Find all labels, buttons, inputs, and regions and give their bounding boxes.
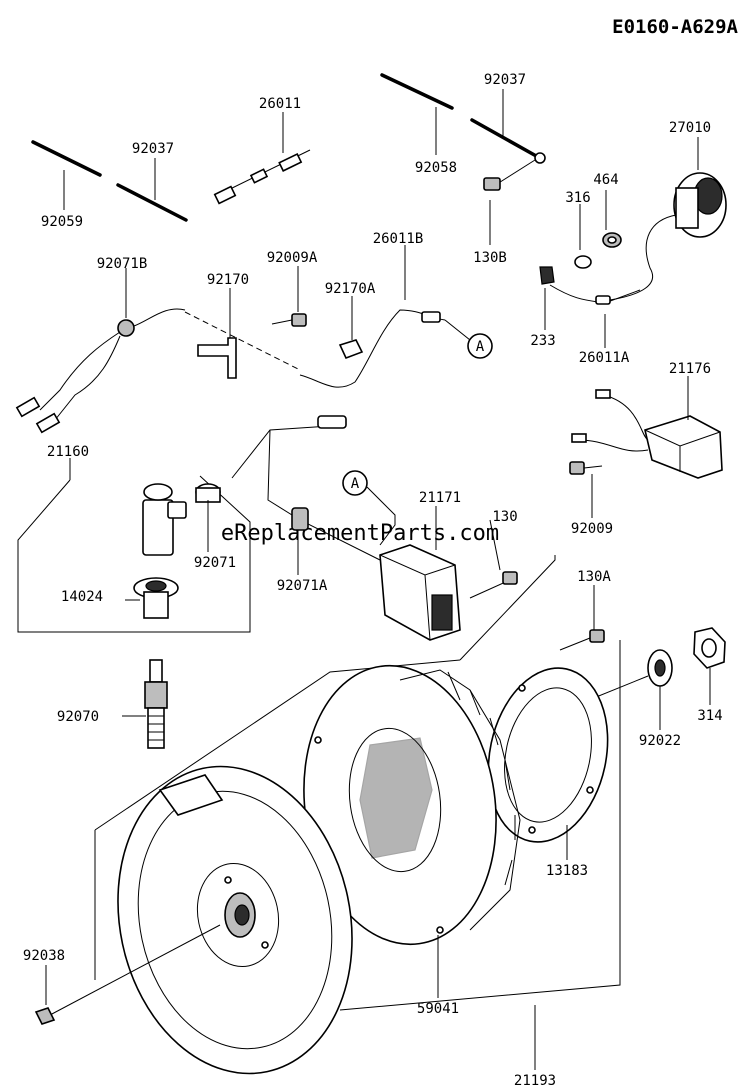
- watermark: eReplacementParts.com: [221, 521, 499, 546]
- rod-92059: [31, 140, 102, 177]
- clip-92170A: [338, 339, 364, 360]
- label-92170: 92170: [207, 272, 249, 288]
- diagram-code: E0160-A629A: [612, 16, 738, 38]
- fan-59041: [303, 664, 521, 946]
- clamp-92071A: [291, 507, 309, 531]
- bolt-130A: [559, 629, 605, 651]
- rod-92037-top: [470, 118, 546, 164]
- leader-flywheel-right: [339, 640, 621, 1011]
- label-130B: 130B: [473, 250, 507, 266]
- rod-92037-left: [116, 183, 188, 222]
- terminal-233: [539, 266, 555, 285]
- label-233: 233: [530, 333, 555, 349]
- label-92071A: 92071A: [277, 578, 328, 594]
- nut-464: [602, 232, 622, 248]
- rod-92058: [380, 73, 454, 110]
- label-92037-left: 92037: [132, 141, 174, 157]
- ignition-coil-21171: [379, 544, 461, 641]
- label-27010: 27010: [669, 120, 711, 136]
- bolt-92009: [569, 461, 603, 475]
- part-labels: 27010 92037 92058 130B 26011 92037 92059…: [23, 72, 723, 1089]
- plug-cap-92071: [195, 483, 221, 503]
- bracket-92170: [197, 337, 237, 379]
- label-21176: 21176: [669, 361, 711, 377]
- label-21171: 21171: [419, 490, 461, 506]
- label-14024: 14024: [61, 589, 103, 605]
- bolt-92009A: [271, 313, 307, 327]
- label-92071B: 92071B: [97, 256, 148, 272]
- label-316: 316: [565, 190, 590, 206]
- plug-cap-elbow: [142, 483, 187, 556]
- label-92037-top: 92037: [484, 72, 526, 88]
- washer-92022: [647, 649, 673, 687]
- lead-26011A: [549, 284, 641, 305]
- label-464: 464: [593, 172, 618, 188]
- callout-A-upper-text: A: [476, 339, 485, 355]
- label-92038: 92038: [23, 948, 65, 964]
- bolt-130B: [483, 159, 536, 191]
- label-21193: 21193: [514, 1073, 556, 1089]
- flywheel-21193: [117, 765, 353, 1075]
- group-bracket-21160: [17, 475, 251, 633]
- wire-26011B: [299, 309, 446, 388]
- wire-26011: [213, 149, 311, 205]
- callout-A-lower: A: [342, 470, 396, 546]
- label-26011B: 26011B: [373, 231, 424, 247]
- ht-lead: [231, 415, 381, 561]
- label-26011: 26011: [259, 96, 301, 112]
- callout-A-lower-text: A: [351, 476, 360, 492]
- label-130A: 130A: [577, 569, 611, 585]
- harness-route-dashed: [184, 311, 301, 371]
- key-92038: [34, 924, 221, 1025]
- label-92070: 92070: [57, 709, 99, 725]
- label-21160: 21160: [47, 444, 89, 460]
- label-26011A: 26011A: [579, 350, 630, 366]
- callout-A-upper: A: [444, 319, 493, 359]
- plate-13183: [487, 667, 609, 843]
- grommet-14024: [133, 577, 179, 619]
- label-92170A: 92170A: [325, 281, 376, 297]
- label-92022: 92022: [639, 733, 681, 749]
- label-92009A: 92009A: [267, 250, 318, 266]
- label-92071: 92071: [194, 555, 236, 571]
- coil-27010: [609, 172, 727, 301]
- leader-coil-bracket: [459, 555, 556, 661]
- label-130: 130: [492, 509, 517, 525]
- label-92058: 92058: [415, 160, 457, 176]
- spark-plug-92070: [144, 659, 168, 749]
- leader-flywheel-top: [94, 659, 461, 831]
- leader-lines: [45, 89, 711, 1070]
- bolt-130: [469, 571, 518, 599]
- igniter-21176: [571, 389, 723, 479]
- label-59041: 59041: [417, 1001, 459, 1017]
- label-92009: 92009: [571, 521, 613, 537]
- label-13183: 13183: [546, 863, 588, 879]
- label-314: 314: [697, 708, 722, 724]
- label-92059: 92059: [41, 214, 83, 230]
- nut-314: [693, 627, 726, 669]
- harness-92071B: [15, 308, 186, 434]
- washer-316: [574, 255, 592, 269]
